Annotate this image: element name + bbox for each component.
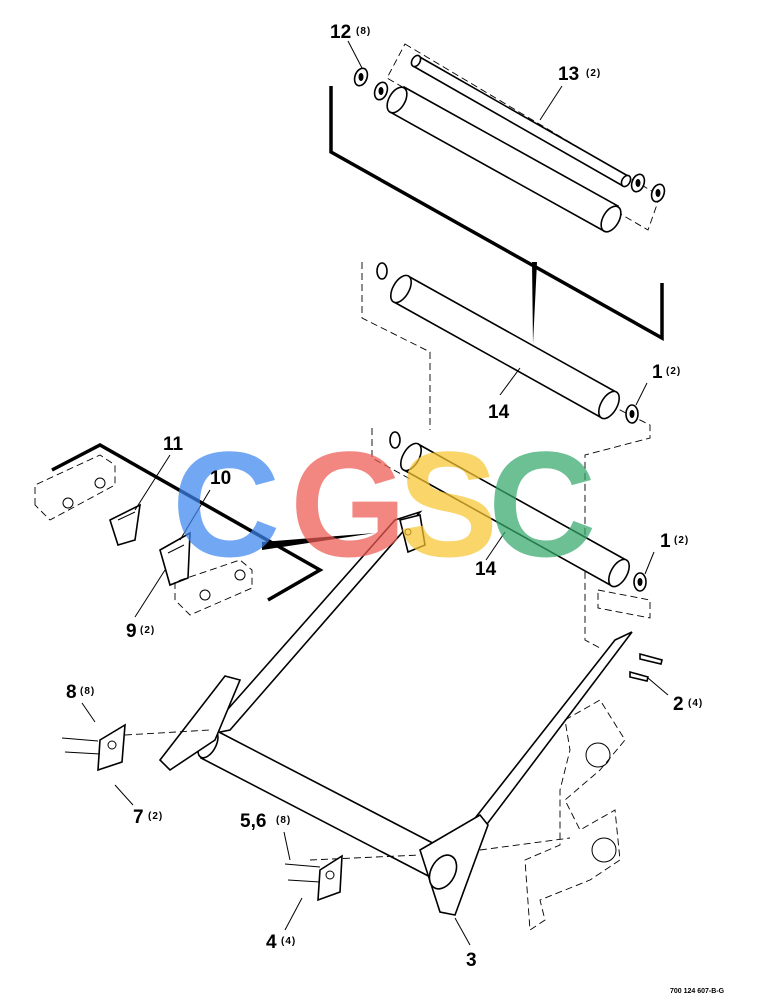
callout-11: 11 [163, 434, 184, 455]
svg-text:1: 1 [660, 531, 671, 552]
svg-text:(8): (8) [276, 815, 291, 826]
callout-5-6: 5,6 (8) [240, 811, 291, 832]
svg-text:(2): (2) [148, 811, 163, 822]
svg-text:(8): (8) [356, 26, 371, 37]
callout-8: 8 (8) [66, 682, 95, 703]
callout-9: 9 (2) [126, 621, 155, 642]
svg-text:(2): (2) [666, 366, 681, 377]
svg-text:11: 11 [163, 434, 184, 455]
svg-text:9: 9 [126, 621, 137, 642]
callout-1-lower: 1 (2) [660, 531, 689, 552]
callout-13: 13 (2) [558, 64, 601, 85]
svg-text:8: 8 [66, 682, 77, 703]
svg-text:7: 7 [133, 807, 144, 828]
drawing-reference: 700 124 607-B-G [670, 988, 725, 995]
bolt-2 [629, 652, 663, 682]
svg-text:(4): (4) [281, 936, 296, 947]
svg-text:2: 2 [673, 694, 684, 715]
watermark-letter-c1: C [172, 420, 280, 588]
bearing-cap-4 [284, 854, 343, 902]
svg-text:1: 1 [652, 362, 663, 383]
svg-text:(2): (2) [674, 535, 689, 546]
roller-tube-upper [386, 85, 622, 233]
svg-text:14: 14 [488, 402, 510, 423]
callout-12: 12 (8) [330, 22, 371, 43]
svg-text:4: 4 [266, 932, 277, 953]
roller-14-upper [376, 262, 639, 424]
svg-text:(4): (4) [688, 698, 703, 709]
watermark-letter-g: G [290, 420, 407, 588]
svg-text:(8): (8) [80, 686, 95, 697]
callout-2: 2 (4) [673, 694, 703, 715]
svg-text:5,6: 5,6 [240, 811, 266, 832]
callout-10: 10 [210, 468, 231, 489]
bracket-10 [159, 531, 191, 587]
shaft-13 [410, 54, 632, 188]
upper-roller-assembly [329, 43, 666, 344]
leader-lines [81, 40, 669, 946]
callout-7: 7 (2) [133, 807, 163, 828]
callout-3: 3 [466, 950, 477, 971]
bearing-12 [353, 67, 666, 203]
callout-4: 4 (4) [266, 932, 296, 953]
svg-text:10: 10 [210, 468, 231, 489]
callout-14-lower: 14 [475, 559, 497, 580]
callout-14-upper: 14 [488, 402, 510, 423]
mounting-plate-upper [34, 454, 116, 521]
watermark-letter-s: S [398, 420, 498, 588]
roller-14-lower [389, 431, 647, 592]
middle-rollers [361, 262, 651, 649]
frame-3 [124, 510, 663, 916]
svg-text:3: 3 [466, 950, 477, 971]
callout-1-upper: 1 (2) [652, 362, 681, 383]
mounting-plate-lower [174, 559, 253, 616]
svg-text:12: 12 [330, 22, 351, 43]
svg-text:(2): (2) [140, 625, 155, 636]
watermark: C G S C [172, 420, 596, 588]
side-bracket-group [34, 443, 375, 616]
watermark-letter-c2: C [488, 420, 596, 588]
bearing-cap-7 [61, 723, 126, 772]
phantom-arm [524, 699, 626, 931]
svg-text:(2): (2) [586, 68, 601, 79]
svg-text:13: 13 [558, 64, 579, 85]
svg-text:14: 14 [475, 559, 497, 580]
bracket-11 [109, 503, 142, 546]
